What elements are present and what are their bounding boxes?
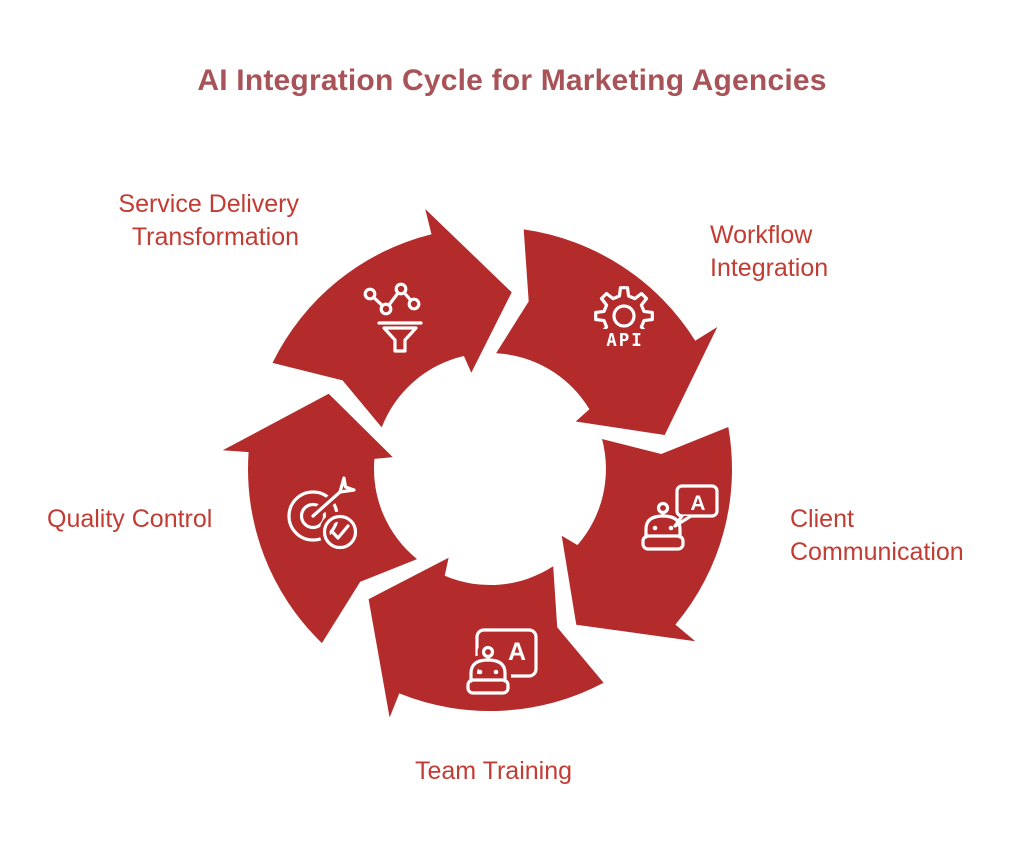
robot-presentation-board-icon: A: [462, 628, 538, 699]
stage-label-client-communication: Client Communication: [790, 505, 964, 566]
stage-label-quality-control: Quality Control: [47, 505, 213, 533]
cycle-arrow-team-training: [368, 557, 604, 718]
stage-label-workflow-integration: Workflow Integration: [710, 221, 829, 282]
svg-text:A: A: [690, 492, 705, 515]
target-dart-check-icon: [287, 476, 361, 553]
cycle-icons: API A A: [287, 282, 719, 699]
stage-label-service-delivery-transformation: Service Delivery Transformation: [118, 190, 299, 251]
stage-label-team-training: Team Training: [415, 757, 573, 785]
page-title: AI Integration Cycle for Marketing Agenc…: [197, 64, 827, 97]
cycle-arrow-quality-control: [222, 393, 417, 644]
robot-chat-bubble-icon: A: [637, 484, 719, 555]
gear-api-icon: API: [594, 286, 654, 351]
cycle-arrow-service-delivery-transformation: [272, 209, 512, 428]
svg-text:API: API: [606, 331, 644, 351]
svg-text:A: A: [508, 638, 526, 666]
network-funnel-icon: [363, 282, 423, 353]
